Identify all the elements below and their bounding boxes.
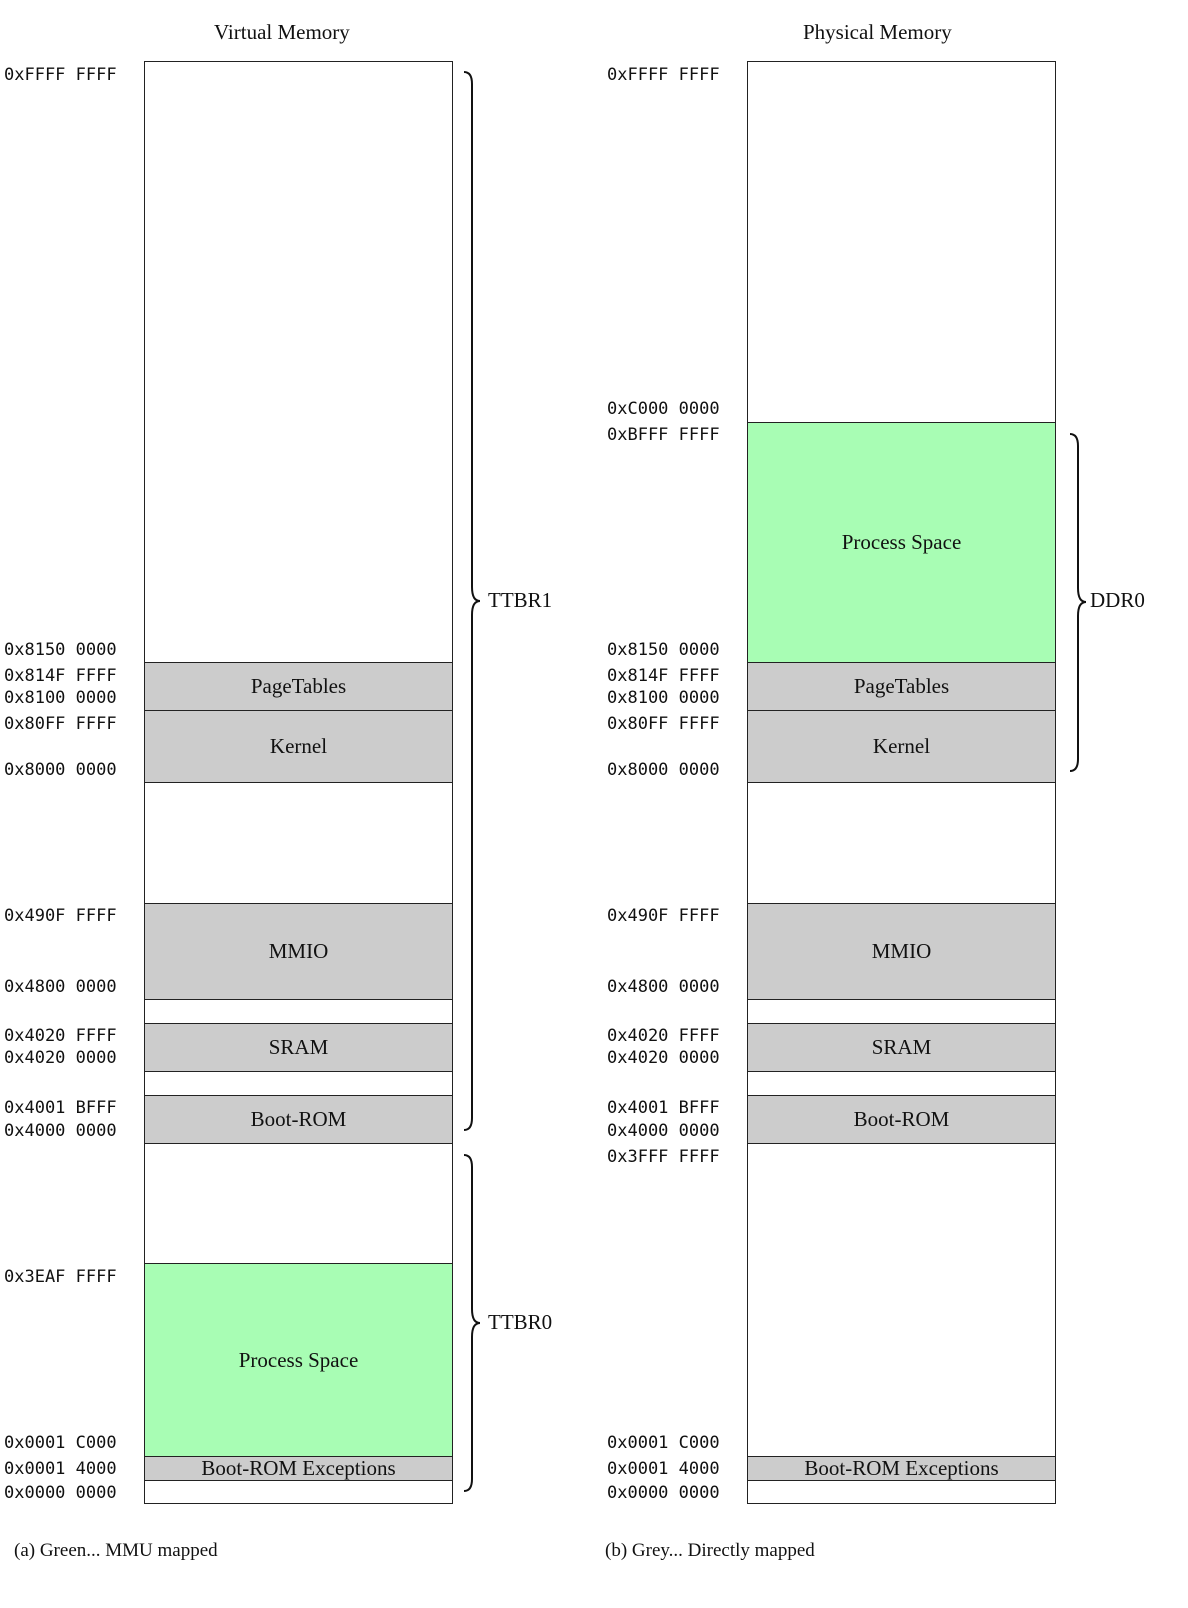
address-label: 0x8000 0000	[4, 760, 117, 780]
address-label: 0x0001 C000	[607, 1433, 720, 1453]
address-label: 0x0001 C000	[4, 1433, 117, 1453]
ttbr0-label: TTBR0	[488, 1310, 553, 1334]
address-label: 0xC000 0000	[607, 399, 720, 419]
address-label: 0x0001 4000	[607, 1459, 720, 1479]
ddr0-label: DDR0	[1090, 588, 1145, 612]
address-label: 0x8150 0000	[607, 640, 720, 660]
address-label: 0x8150 0000	[4, 640, 117, 660]
address-label: 0x4800 0000	[4, 977, 117, 997]
region-process-space: Process Space	[144, 1263, 453, 1457]
address-label: 0x8100 0000	[4, 688, 117, 708]
address-label: 0x4020 0000	[4, 1048, 117, 1068]
region-mmio: MMIO	[747, 903, 1056, 1000]
region-kernel: Kernel	[144, 710, 453, 783]
address-label: 0x4000 0000	[607, 1121, 720, 1141]
address-label: 0x4001 BFFF	[607, 1098, 720, 1118]
region-boot-rom: Boot-ROM	[144, 1095, 453, 1144]
virtual-memory-caption: (a) Green... MMU mapped	[14, 1540, 218, 1561]
address-label: 0xBFFF FFFF	[607, 425, 720, 445]
virtual-memory-column: PageTables Kernel MMIO SRAM Boot-ROM Pro…	[144, 61, 453, 1504]
address-label: 0x8000 0000	[607, 760, 720, 780]
region-kernel: Kernel	[747, 710, 1056, 783]
address-label: 0x4020 FFFF	[607, 1026, 720, 1046]
address-label: 0x0000 0000	[607, 1483, 720, 1503]
region-page-tables: PageTables	[144, 662, 453, 711]
address-label: 0x80FF FFFF	[4, 714, 117, 734]
address-label: 0x490F FFFF	[4, 906, 117, 926]
region-sram: SRAM	[144, 1023, 453, 1072]
region-process-space: Process Space	[747, 422, 1056, 663]
virtual-memory-title: Virtual Memory	[214, 20, 350, 44]
address-label: 0x814F FFFF	[4, 666, 117, 686]
address-label: 0x8100 0000	[607, 688, 720, 708]
physical-memory-column: Process Space PageTables Kernel MMIO SRA…	[747, 61, 1056, 1504]
region-boot-rom-exceptions: Boot-ROM Exceptions	[747, 1456, 1056, 1481]
address-label: 0x490F FFFF	[607, 906, 720, 926]
region-sram: SRAM	[747, 1023, 1056, 1072]
address-label: 0x4001 BFFF	[4, 1098, 117, 1118]
address-label: 0xFFFF FFFF	[607, 65, 720, 85]
region-boot-rom: Boot-ROM	[747, 1095, 1056, 1144]
address-label: 0x4000 0000	[4, 1121, 117, 1141]
address-label: 0x3EAF FFFF	[4, 1267, 117, 1287]
address-label: 0xFFFF FFFF	[4, 65, 117, 85]
address-label: 0x4020 FFFF	[4, 1026, 117, 1046]
address-label: 0x3FFF FFFF	[607, 1147, 720, 1167]
address-label: 0x0001 4000	[4, 1459, 117, 1479]
region-mmio: MMIO	[144, 903, 453, 1000]
region-boot-rom-exceptions: Boot-ROM Exceptions	[144, 1456, 453, 1481]
address-label: 0x4020 0000	[607, 1048, 720, 1068]
address-label: 0x80FF FFFF	[607, 714, 720, 734]
address-label: 0x814F FFFF	[607, 666, 720, 686]
physical-memory-caption: (b) Grey... Directly mapped	[605, 1540, 815, 1561]
ttbr0-brace	[463, 1154, 481, 1492]
address-label: 0x0000 0000	[4, 1483, 117, 1503]
region-page-tables: PageTables	[747, 662, 1056, 711]
physical-memory-title: Physical Memory	[803, 20, 952, 44]
ttbr1-label: TTBR1	[488, 588, 553, 612]
ddr0-brace	[1069, 433, 1087, 772]
ttbr1-brace	[463, 71, 481, 1131]
address-label: 0x4800 0000	[607, 977, 720, 997]
